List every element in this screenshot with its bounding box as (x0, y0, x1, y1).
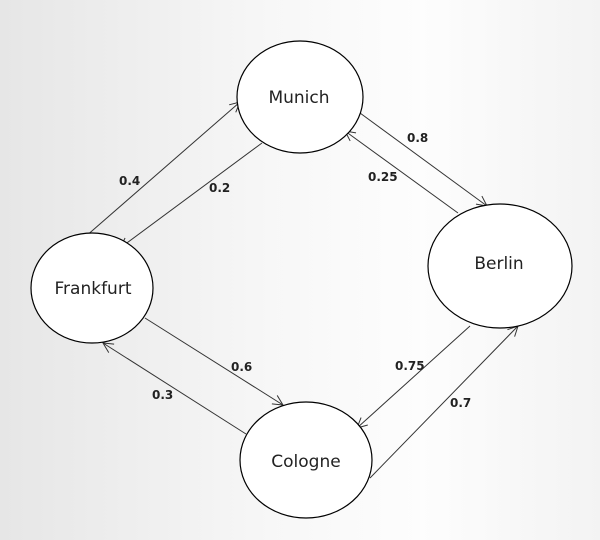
edge-munich-to-berlin (359, 112, 487, 206)
node-berlin-label: Berlin (474, 254, 523, 274)
edge-berlin-to-munich (345, 131, 459, 214)
edge-cologne-to-frankfurt (103, 343, 247, 435)
edge-label-frankfurt-to-munich: 0.4 (119, 174, 140, 188)
edge-label-cologne-to-frankfurt: 0.3 (152, 388, 173, 402)
node-frankfurt-shape (30, 232, 154, 344)
edge-label-berlin-to-munich: 0.25 (368, 170, 398, 184)
edge-munich-to-frankfurt (120, 142, 263, 248)
node-berlin-shape (427, 203, 573, 329)
node-berlin[interactable]: Berlin (427, 203, 573, 329)
edge-berlin-to-cologne (357, 325, 471, 428)
edge-frankfurt-to-munich (84, 102, 240, 238)
node-frankfurt-label: Frankfurt (55, 279, 132, 299)
node-munich[interactable]: Munich (236, 40, 364, 154)
edge-cologne-to-berlin (369, 326, 518, 479)
edge-label-munich-to-frankfurt: 0.2 (209, 181, 230, 195)
node-cologne[interactable]: Cologne (239, 401, 373, 519)
node-cologne-label: Cologne (271, 452, 340, 472)
edge-frankfurt-to-cologne (144, 317, 283, 405)
node-munich-label: Munich (268, 88, 329, 108)
node-frankfurt[interactable]: Frankfurt (30, 232, 154, 344)
edges (84, 102, 518, 479)
edge-label-cologne-to-berlin: 0.7 (450, 396, 471, 410)
edge-label-frankfurt-to-cologne: 0.6 (231, 360, 252, 374)
node-munich-shape (236, 40, 364, 154)
edge-label-munich-to-berlin: 0.8 (407, 131, 428, 145)
node-cologne-shape (239, 401, 373, 519)
edge-labels: 0.8 0.25 0.4 0.2 0.6 0.3 0.75 0.7 (119, 131, 471, 410)
edge-label-berlin-to-cologne: 0.75 (395, 359, 425, 373)
